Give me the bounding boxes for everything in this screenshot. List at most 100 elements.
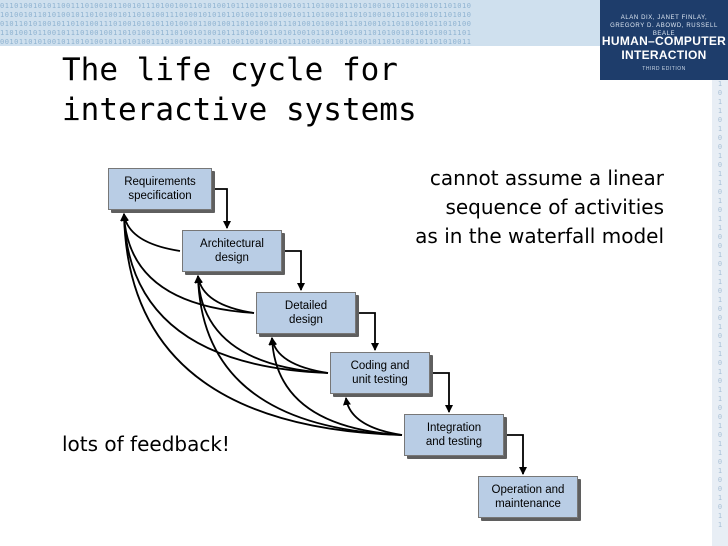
stage-label: Requirements specification [108, 168, 212, 210]
side-digit: 1 [717, 449, 723, 457]
side-digit: 0 [717, 377, 723, 385]
side-digit: 1 [717, 386, 723, 394]
banner-row: 0110100101011001110100101100101110100100… [0, 2, 472, 10]
stage-label-line: specification [128, 190, 192, 202]
feedback-arrow [195, 275, 255, 314]
waterfall-note: cannot assume a linear sequence of activ… [415, 164, 664, 251]
book-edition: THIRD EDITION [642, 66, 686, 72]
side-digit: 1 [717, 395, 723, 403]
side-digit: 0 [717, 413, 723, 421]
slide-title: The life cycle for interactive systems [62, 52, 417, 128]
book-title-line: HUMAN–COMPUTER [601, 34, 727, 48]
stage-label-line: Requirements [124, 176, 196, 188]
stage-architectural: Architectural design [182, 230, 285, 275]
side-digit: 1 [717, 269, 723, 277]
stage-label: Integration and testing [404, 414, 504, 456]
side-digit: 1 [717, 278, 723, 286]
feedback-arrow [120, 213, 255, 314]
feedback-arrow [120, 213, 329, 374]
book-authors-line: GREGORY D. ABOWD, RUSSELL BEALE [610, 23, 718, 37]
side-digit: 1 [717, 368, 723, 376]
side-digit: 1 [717, 422, 723, 430]
side-digit: 1 [717, 224, 723, 232]
book-title: HUMAN–COMPUTER INTERACTION [600, 34, 728, 62]
side-digit: 0 [717, 242, 723, 250]
stage-label: Architectural design [182, 230, 282, 272]
stage-label-line: maintenance [495, 498, 561, 510]
side-digit: 0 [717, 161, 723, 169]
note-line: sequence of activities [445, 195, 664, 219]
side-digit: 0 [717, 476, 723, 484]
banner-row: 1010010110101001011010100101101010011101… [0, 11, 472, 19]
binary-banner: 0110100101011001110100101100101110100100… [0, 0, 600, 46]
side-digit: 0 [717, 314, 723, 322]
side-digit: 0 [717, 206, 723, 214]
book-authors-line: ALAN DIX, JANET FINLAY, [620, 15, 708, 21]
side-digit: 1 [717, 152, 723, 160]
note-line: as in the waterfall model [415, 224, 664, 248]
feedback-arrow [343, 397, 403, 436]
book-title-line: INTERACTION [621, 48, 707, 62]
banner-row: 1101001011001011101001001101010010111010… [0, 29, 472, 37]
side-digit: 1 [717, 107, 723, 115]
stage-label-line: Coding and [350, 360, 410, 372]
side-digit: 1 [717, 98, 723, 106]
side-digit: 0 [717, 332, 723, 340]
side-digit: 1 [717, 467, 723, 475]
stage-coding: Coding and unit testing [330, 352, 433, 397]
book-authors: ALAN DIX, JANET FINLAY, GREGORY D. ABOWD… [600, 14, 728, 38]
side-digit: 1 [717, 341, 723, 349]
side-digit: 1 [717, 350, 723, 358]
side-digit: 0 [717, 89, 723, 97]
side-digit: 0 [717, 503, 723, 511]
side-digit: 0 [717, 431, 723, 439]
note-line: cannot assume a linear [429, 166, 664, 190]
side-digit: 0 [717, 134, 723, 142]
stage-label-line: unit testing [352, 374, 408, 386]
feedback-caption: lots of feedback! [62, 432, 230, 456]
side-digit: 0 [717, 116, 723, 124]
feedback-arrow [194, 275, 329, 374]
side-digit: 0 [717, 233, 723, 241]
side-digit: 1 [717, 197, 723, 205]
banner-row: 0101101010010110101001110100101010110100… [0, 20, 472, 28]
stage-label-line: and testing [425, 436, 483, 448]
stage-label-line: Integration [426, 422, 482, 434]
feedback-arrow [268, 337, 403, 436]
side-digit: 0 [717, 458, 723, 466]
side-digit: 0 [717, 305, 723, 313]
stage-label-line: design [289, 314, 323, 326]
book-cover-logo: ALAN DIX, JANET FINLAY, GREGORY D. ABOWD… [600, 0, 728, 80]
feedback-arrow [269, 337, 329, 374]
side-digit: 1 [717, 521, 723, 529]
feedback-arrow [121, 213, 181, 252]
stage-requirements: Requirements specification [108, 168, 215, 213]
side-digit: 1 [717, 323, 723, 331]
feedback-arrow [194, 275, 403, 436]
side-digit: 1 [717, 251, 723, 259]
side-digit: 0 [717, 143, 723, 151]
feedback-arrow [120, 213, 403, 436]
side-digit: 1 [717, 179, 723, 187]
side-digit: 0 [717, 404, 723, 412]
side-digit: 1 [717, 296, 723, 304]
stage-integration: Integration and testing [404, 414, 507, 459]
forward-arrow [506, 434, 527, 475]
side-digit: 1 [717, 215, 723, 223]
stage-label-line: Architectural [200, 238, 264, 250]
side-digit: 0 [717, 287, 723, 295]
side-digit: 1 [717, 440, 723, 448]
stage-detailed: Detailed design [256, 292, 359, 337]
stage-label-line: design [215, 252, 249, 264]
stage-label-line: Detailed [284, 300, 328, 312]
banner-row: 0010110101001011010100101101010011101001… [0, 38, 472, 46]
forward-arrow [432, 372, 453, 413]
side-digit: 0 [717, 485, 723, 493]
forward-arrow [358, 312, 379, 351]
side-digit: 1 [717, 125, 723, 133]
